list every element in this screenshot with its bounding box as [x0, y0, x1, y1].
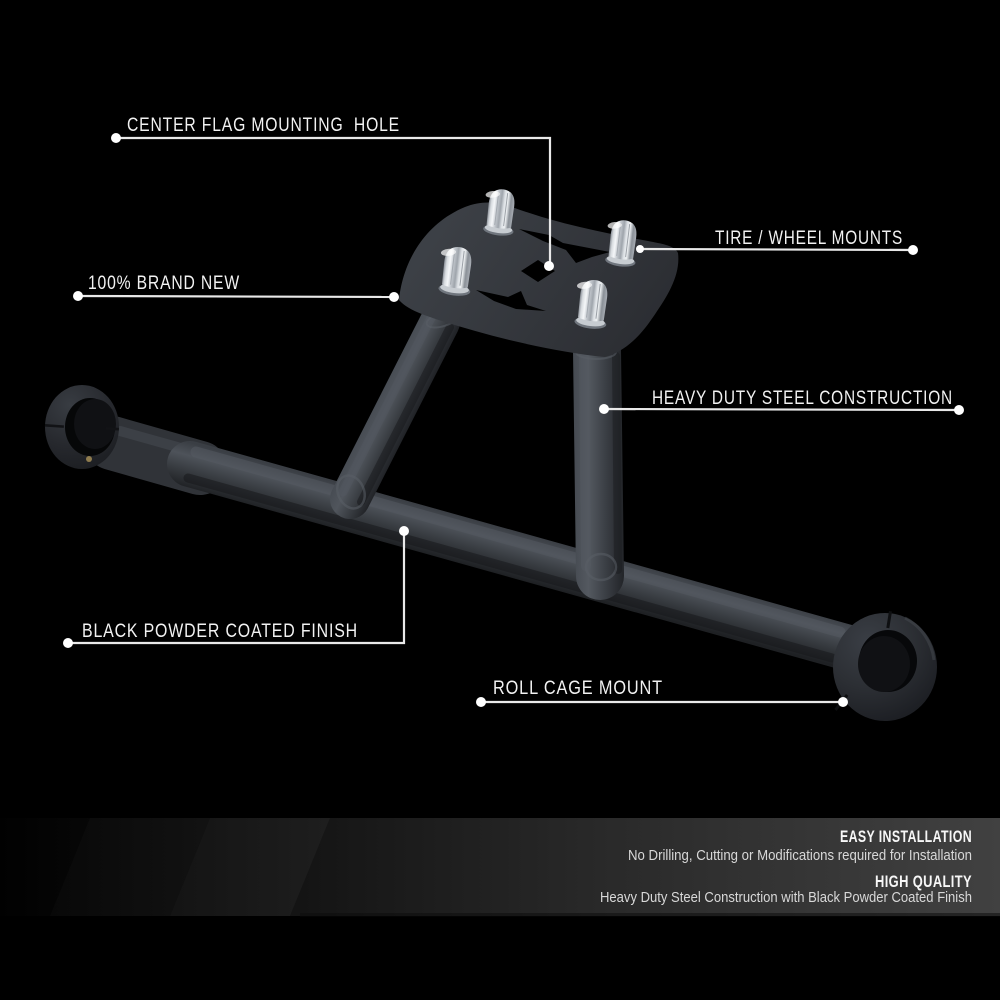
footer-heading: HIGH QUALITY [875, 872, 972, 891]
product-illustration [44, 186, 937, 721]
callout-dot [389, 292, 399, 302]
right-roll-cage-clamp [833, 611, 937, 721]
callout-dot [544, 261, 554, 271]
callout-dot [908, 245, 918, 255]
callout-dot [63, 638, 73, 648]
footer-band-background [0, 818, 1000, 916]
callout-label: HEAVY DUTY STEEL CONSTRUCTION [652, 388, 953, 409]
callout-tire-wheel-mounts: TIRE / WHEEL MOUNTS [636, 228, 918, 255]
leader-line [77, 294, 395, 299]
right-support-tube [573, 326, 624, 600]
callout-center-flag-mounting-hole: CENTER FLAG MOUNTING HOLE [111, 115, 554, 271]
brass-set-screw [86, 456, 92, 462]
callout-roll-cage-mount: ROLL CAGE MOUNT [476, 678, 848, 707]
leader-line [68, 533, 406, 645]
callout-dot [476, 697, 486, 707]
callout-label: CENTER FLAG MOUNTING HOLE [127, 115, 400, 136]
callout-label: 100% BRAND NEW [88, 273, 240, 294]
callout-heavy-duty-steel-construction: HEAVY DUTY STEEL CONSTRUCTION [599, 388, 964, 415]
callouts: CENTER FLAG MOUNTING HOLE TIRE / WHEEL M… [63, 115, 964, 707]
callout-dot [111, 133, 121, 143]
callout-label: ROLL CAGE MOUNT [493, 678, 663, 699]
leader-line [116, 136, 552, 262]
footer-heading: EASY INSTALLATION [840, 827, 972, 846]
callout-dot [838, 697, 848, 707]
callout-dot [399, 526, 409, 536]
callout-label: BLACK POWDER COATED FINISH [82, 621, 358, 642]
callout-dot [599, 404, 609, 414]
left-roll-cage-clamp [44, 385, 119, 469]
footer-body: No Drilling, Cutting or Modifications re… [628, 847, 972, 864]
callout-dot [954, 405, 964, 415]
footer-body: Heavy Duty Steel Construction with Black… [600, 889, 972, 906]
main-crossbar-tube [167, 441, 879, 673]
left-support-tube [330, 302, 460, 519]
footer-band: EASY INSTALLATION No Drilling, Cutting o… [0, 818, 1000, 917]
callout-black-powder-coated-finish: BLACK POWDER COATED FINISH [63, 526, 409, 648]
mounting-plate [399, 202, 679, 357]
leader-line [603, 407, 960, 412]
callout-brand-new: 100% BRAND NEW [73, 273, 399, 302]
callout-dot [636, 245, 644, 253]
callout-label: TIRE / WHEEL MOUNTS [715, 228, 903, 249]
footer-band-edge [300, 913, 1000, 917]
leader-line [639, 247, 914, 252]
callout-dot [73, 291, 83, 301]
